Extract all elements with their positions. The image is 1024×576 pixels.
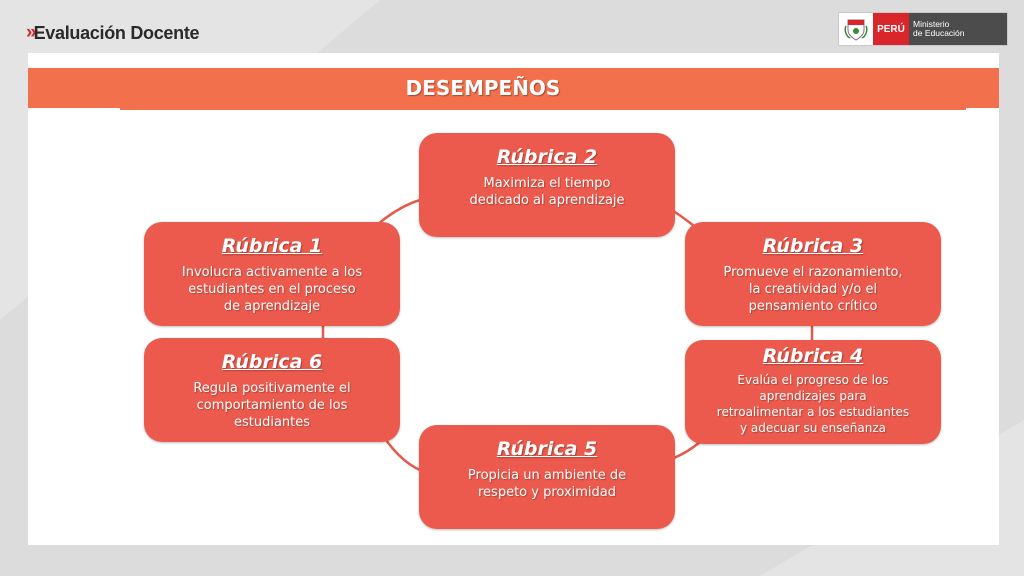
connector-4-5 — [673, 441, 701, 460]
rubric-1-box: Rúbrica 1 Involucra activamente a los es… — [144, 222, 400, 326]
title-bar — [28, 68, 999, 108]
rubric-description: Maximiza el tiempo dedicado al aprendiza… — [469, 176, 625, 208]
rubric-title: Rúbrica 5 — [496, 438, 598, 460]
rubric-title: Rúbrica 2 — [496, 146, 598, 168]
rubric-title: Rúbrica 1 — [221, 235, 323, 257]
brand-chevron-icon: » — [26, 22, 36, 43]
ministry-logo: PERÚ Ministerio de Educación — [838, 12, 1008, 46]
rubric-description: Promueve el razonamiento, la creatividad… — [723, 265, 903, 314]
connector-1-2 — [377, 198, 421, 225]
rubric-description: Evalúa el progreso de los aprendizajes p… — [716, 373, 910, 435]
rubric-3-box: Rúbrica 3 Promueve el razonamiento, la c… — [685, 222, 941, 326]
rubric-title: Rúbrica 6 — [221, 351, 323, 373]
slide-title: DESEMPEÑOS — [405, 76, 561, 100]
ministry-line-2: de Educación — [913, 28, 965, 38]
rubric-title: Rúbrica 4 — [762, 345, 864, 367]
ministry-line-1: Ministerio — [913, 19, 950, 29]
coat-of-arms-icon — [839, 13, 873, 45]
rubric-description: Involucra activamente a los estudiantes … — [181, 265, 363, 314]
rubric-title: Rúbrica 3 — [762, 235, 864, 257]
rubric-2-box: Rúbrica 2 Maximiza el tiempo dedicado al… — [419, 133, 675, 237]
brand-logo: » Evaluación Docente — [26, 22, 200, 44]
rubric-6-box: Rúbrica 6 Regula positivamente el compor… — [144, 338, 400, 442]
country-label: PERÚ — [873, 13, 909, 45]
brand-title: Evaluación Docente — [33, 22, 200, 43]
rubric-4-box: Rúbrica 4 Evalúa el progreso de los apre… — [685, 340, 941, 444]
connector-2-3 — [671, 208, 695, 227]
rubric-5-box: Rúbrica 5 Propicia un ambiente de respet… — [419, 425, 675, 529]
title-underline — [120, 108, 966, 110]
connector-5-6 — [384, 439, 421, 472]
rubric-description: Regula positivamente el comportamiento d… — [193, 381, 351, 430]
rubric-description: Propicia un ambiente de respeto y proxim… — [467, 468, 627, 500]
ministry-name: Ministerio de Educación — [909, 13, 1007, 45]
